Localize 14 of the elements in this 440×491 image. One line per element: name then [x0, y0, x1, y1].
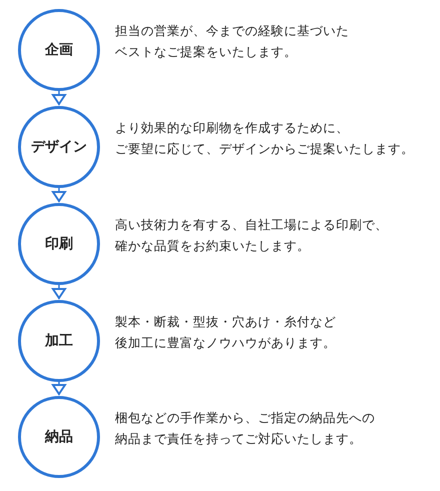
step-description: より効果的な印刷物を作成するために、ご要望に応じて、デザインからご提案いたします。 — [115, 119, 414, 158]
step-circle: 加工 — [18, 300, 100, 382]
arrow — [52, 91, 66, 105]
step-circle: 印刷 — [18, 203, 100, 285]
step-description: 梱包などの手作業から、ご指定の納品先への納品まで責任を持ってご対応いたします。 — [115, 409, 375, 448]
arrow — [52, 382, 66, 395]
step-circle: 企画 — [18, 9, 100, 91]
step-description: 担当の営業が、今までの経験に基づいたベストなご提案をいたします。 — [115, 22, 349, 61]
step-description: 高い技術力を有する、自社工場による印刷で、確かな品質をお約束いたします。 — [115, 216, 388, 255]
arrow — [52, 188, 66, 202]
arrow — [52, 285, 66, 299]
step-description: 製本・断裁・型抜・穴あけ・糸付など後加工に豊富なノウハウがあります。 — [115, 313, 336, 352]
step-circle: 納品 — [18, 396, 100, 478]
step-circle: デザイン — [18, 106, 100, 188]
